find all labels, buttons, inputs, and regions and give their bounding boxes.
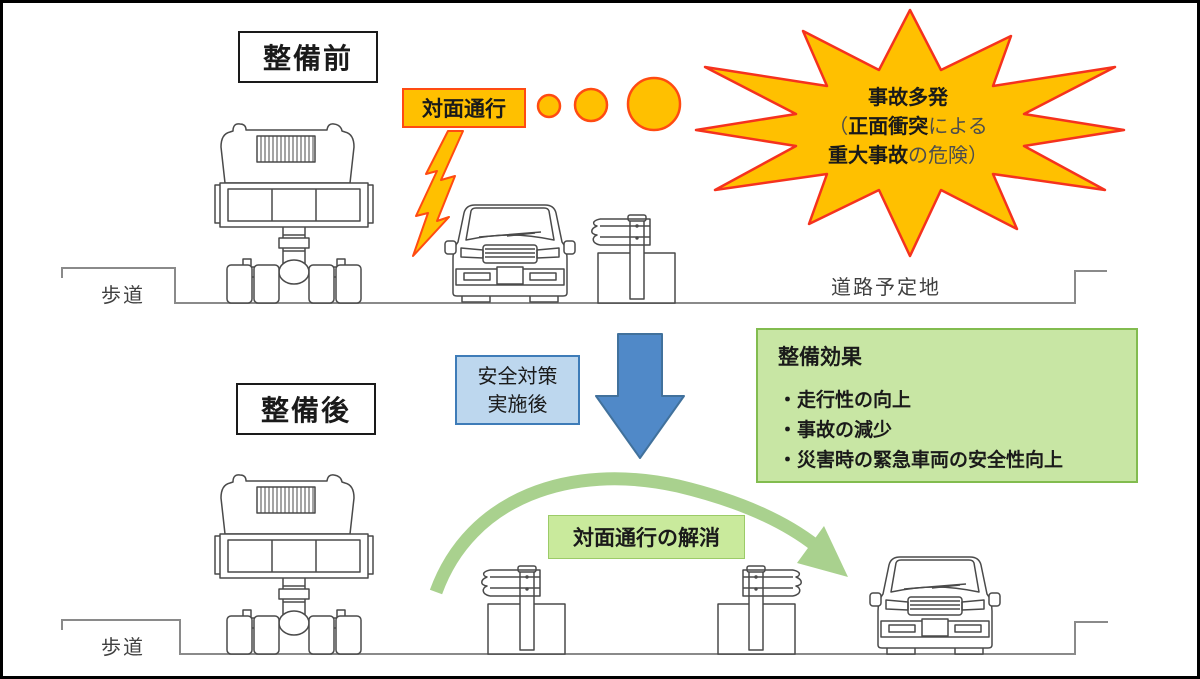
accident-burst-shape <box>694 8 1126 258</box>
planned-road-label: 道路予定地 <box>831 275 941 299</box>
down-arrow-icon <box>595 333 685 459</box>
section-title-before: 整備前 <box>238 31 378 83</box>
effects-title: 整備効果 <box>778 345 862 369</box>
burst-line-3: 重大事故の危険） <box>828 143 988 167</box>
two-way-resolved-badge: 対面通行の解消 <box>548 515 745 559</box>
curved-arrow-icon <box>429 472 848 595</box>
two-way-traffic-badge: 対面通行 <box>402 88 526 128</box>
guardrail-after-right <box>717 565 802 655</box>
car-after <box>869 556 1001 655</box>
section-title-after: 整備後 <box>236 383 376 435</box>
improvement-effects-box: 整備効果 ・走行性の向上 ・事故の減少 ・災害時の緊急車両の安全性向上 <box>756 328 1138 483</box>
ground-line-after <box>61 619 1108 655</box>
ground-line-before <box>61 267 1107 304</box>
burst-line-1: 事故多発 <box>868 85 948 109</box>
dots-icon <box>536 76 682 132</box>
truck-after <box>214 474 374 655</box>
guardrail-before <box>591 214 676 304</box>
truck-before <box>214 123 374 304</box>
safety-measures-box: 安全対策 実施後 <box>455 355 580 425</box>
car-before <box>444 204 576 303</box>
effects-item-3: ・災害時の緊急車両の安全性向上 <box>778 449 1064 471</box>
sidewalk-label-before: 歩道 <box>101 283 145 307</box>
line-art-layer <box>61 8 1126 655</box>
guardrail-after-left <box>481 565 566 655</box>
effects-item-2: ・事故の減少 <box>778 419 893 441</box>
accident-burst-text: 事故多発 （正面衝突による 重大事故の危険） <box>758 83 1058 170</box>
sidewalk-label-after: 歩道 <box>101 635 145 659</box>
effects-item-1: ・走行性の向上 <box>778 389 912 411</box>
burst-line-2: （正面衝突による <box>828 114 988 138</box>
lightning-bolt-icon <box>412 130 464 257</box>
